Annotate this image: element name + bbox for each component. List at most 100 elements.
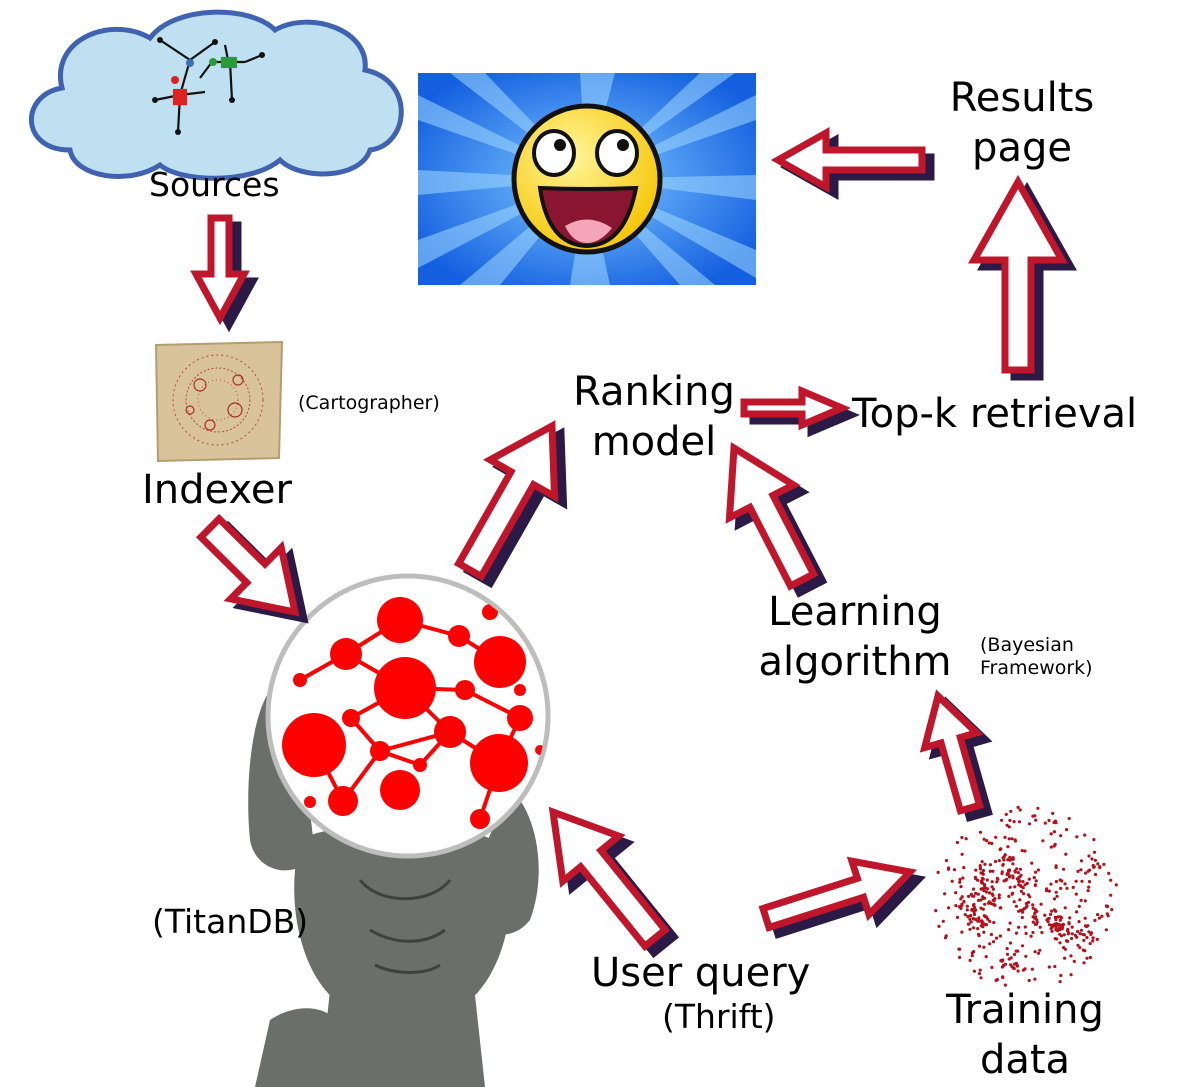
scatter-dot — [1012, 962, 1017, 966]
scatter-dot — [1059, 916, 1064, 920]
scatter-dot — [1064, 852, 1068, 856]
scatter-dot — [978, 865, 982, 870]
arrow-topk-to-results — [968, 174, 1077, 381]
stick-figure-network-icon — [152, 37, 265, 135]
arrow-ranking-to-topk-body — [740, 385, 851, 431]
scatter-dot — [1000, 818, 1004, 822]
results-page-label-line2: page — [972, 125, 1072, 171]
scatter-dot — [1013, 885, 1017, 889]
scatter-dot — [1100, 914, 1104, 918]
scatter-dot — [1069, 954, 1073, 958]
training-data-label-line1: Training — [946, 987, 1104, 1033]
scatter-dot — [1059, 886, 1063, 891]
scatter-dot — [1012, 952, 1017, 957]
scatter-dot — [977, 916, 981, 920]
scatter-dot — [1007, 875, 1012, 879]
cartographer-label: (Cartographer) — [298, 392, 440, 414]
scatter-dot — [1031, 920, 1035, 924]
scatter-dot — [1032, 876, 1036, 880]
topk-retrieval-label: Top-k retrieval — [852, 391, 1138, 437]
scatter-dot — [993, 859, 998, 864]
scatter-dot — [1063, 906, 1067, 910]
scatter-dot — [1011, 862, 1015, 866]
scatter-dot — [971, 917, 975, 921]
scatter-dot — [991, 887, 996, 891]
scatter-dot — [982, 945, 986, 949]
arrow-results-to-banner — [770, 127, 935, 200]
scatter-dot — [1093, 858, 1097, 862]
arrow-ranking-to-topk — [740, 385, 860, 438]
scatter-dot — [995, 880, 999, 884]
scatter-dot — [1079, 898, 1083, 903]
scatter-dot — [1006, 845, 1010, 849]
scatter-dot — [994, 835, 998, 839]
scatter-dot — [1054, 865, 1058, 870]
scatter-dot — [972, 894, 976, 898]
ranking-model-label-line1: Ranking — [573, 369, 735, 415]
scatter-dot — [998, 934, 1003, 938]
scatter-dot — [957, 905, 961, 909]
scatter-dot — [968, 917, 972, 921]
scatter-dot — [1016, 949, 1020, 953]
scatter-dot — [947, 906, 951, 910]
scatter-dot — [1038, 948, 1042, 952]
scatter-dot — [1011, 876, 1015, 880]
scatter-dot — [1098, 866, 1102, 870]
arrow-sources-to-indexer — [190, 214, 259, 333]
scatter-dot — [1025, 904, 1029, 908]
scatter-dot — [936, 870, 940, 875]
scatter-dot — [1074, 879, 1078, 883]
scatter-dot — [976, 932, 981, 936]
scatter-dot — [1054, 890, 1058, 894]
scatter-dot — [1110, 908, 1114, 912]
scatter-dot — [1079, 868, 1083, 872]
scatter-dot — [1041, 839, 1045, 843]
scatter-dot — [1069, 973, 1073, 977]
scatter-dot — [1067, 816, 1071, 821]
scatter-dot — [983, 915, 987, 919]
scatter-dot — [1082, 933, 1086, 937]
scatter-dot — [1075, 935, 1079, 939]
scatter-dot — [1086, 889, 1090, 893]
scatter-dot — [977, 898, 981, 903]
scatter-dot — [1010, 892, 1014, 896]
scatter-dot — [1017, 879, 1021, 883]
scatter-dot — [958, 880, 962, 884]
scatter-dot — [1093, 918, 1097, 923]
scatter-dot — [943, 936, 948, 940]
scatter-dot — [1077, 920, 1081, 924]
scatter-dot — [1062, 867, 1066, 871]
arrow-titandb-to-ranking — [453, 420, 568, 589]
thrift-label: (Thrift) — [662, 997, 776, 1036]
scatter-dot — [1049, 912, 1053, 917]
sources-label: Sources — [149, 165, 280, 204]
scatter-dot — [976, 892, 980, 896]
scatter-dot — [977, 972, 982, 976]
scatter-dot — [980, 876, 985, 880]
scatter-dot — [1051, 811, 1055, 816]
scatter-dot — [1066, 939, 1070, 944]
scatter-dot — [1022, 892, 1026, 896]
scatter-dot — [982, 896, 987, 900]
scatter-dot — [983, 902, 987, 906]
scatter-dot — [934, 909, 938, 913]
scatter-dot — [1013, 838, 1017, 842]
scatter-dot — [1001, 975, 1005, 980]
scatter-dot — [1058, 941, 1062, 945]
scatter-dot — [950, 879, 954, 883]
scatter-dot — [1019, 889, 1024, 893]
arrow-sources-to-indexer-body — [190, 214, 250, 326]
scatter-dot — [1012, 900, 1016, 904]
scatter-dot — [987, 891, 992, 895]
scatter-dot — [1109, 878, 1113, 882]
scatter-dot — [1033, 977, 1037, 981]
scatter-dot — [978, 919, 983, 923]
scatter-dot — [1102, 862, 1106, 867]
scatter-dot — [1008, 858, 1012, 862]
scatter-dot — [974, 891, 978, 896]
scatter-dot — [1040, 930, 1044, 935]
scatter-dot — [943, 892, 947, 896]
scatter-dot — [1084, 871, 1088, 875]
scatter-dot — [1055, 894, 1059, 898]
scatter-dot — [981, 907, 985, 911]
